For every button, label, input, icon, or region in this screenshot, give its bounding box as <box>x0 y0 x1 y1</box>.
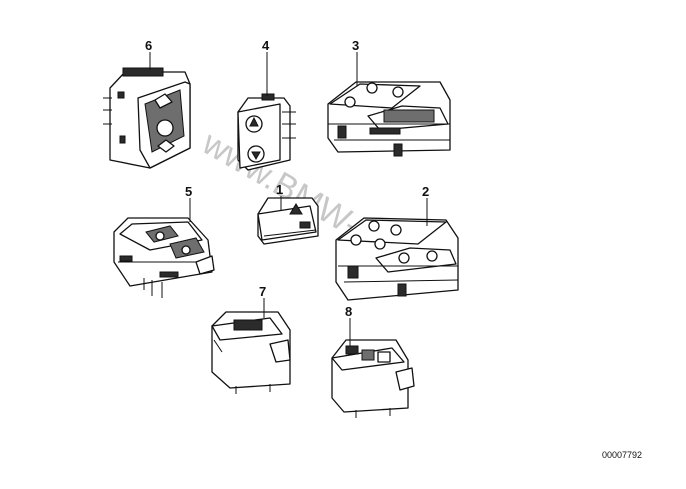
switch-part-5 <box>113 217 215 298</box>
switch-part-7 <box>211 311 291 394</box>
callout-part-8: 8 <box>345 304 352 319</box>
switch-part-3 <box>327 81 451 157</box>
switch-part-2 <box>335 217 459 301</box>
switch-part-4 <box>237 93 296 171</box>
callout-part-3: 3 <box>352 38 359 53</box>
callout-part-6: 6 <box>145 38 152 53</box>
reference-number: 00007792 <box>602 450 642 460</box>
switch-part-6 <box>103 67 191 169</box>
callout-part-4: 4 <box>262 38 270 53</box>
callout-part-5: 5 <box>185 184 192 199</box>
switch-part-1 <box>257 197 319 245</box>
callout-part-1: 1 <box>276 182 283 197</box>
callout-part-2: 2 <box>422 184 429 199</box>
switch-part-8 <box>331 339 415 418</box>
callout-part-7: 7 <box>259 284 266 299</box>
